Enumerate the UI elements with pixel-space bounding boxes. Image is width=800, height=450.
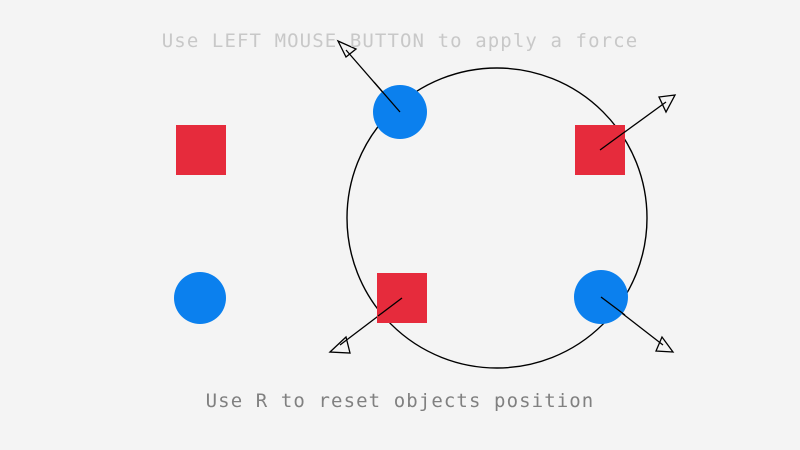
constraint-circle [346,67,648,369]
circle-free-left[interactable] [174,272,226,324]
square-free-left[interactable] [176,125,226,175]
hint-text-bottom: Use R to reset objects position [205,390,595,412]
force-arrow-overlays [373,81,627,317]
hint-text-top: Use LEFT MOUSE BUTTON to apply a force [161,30,639,52]
